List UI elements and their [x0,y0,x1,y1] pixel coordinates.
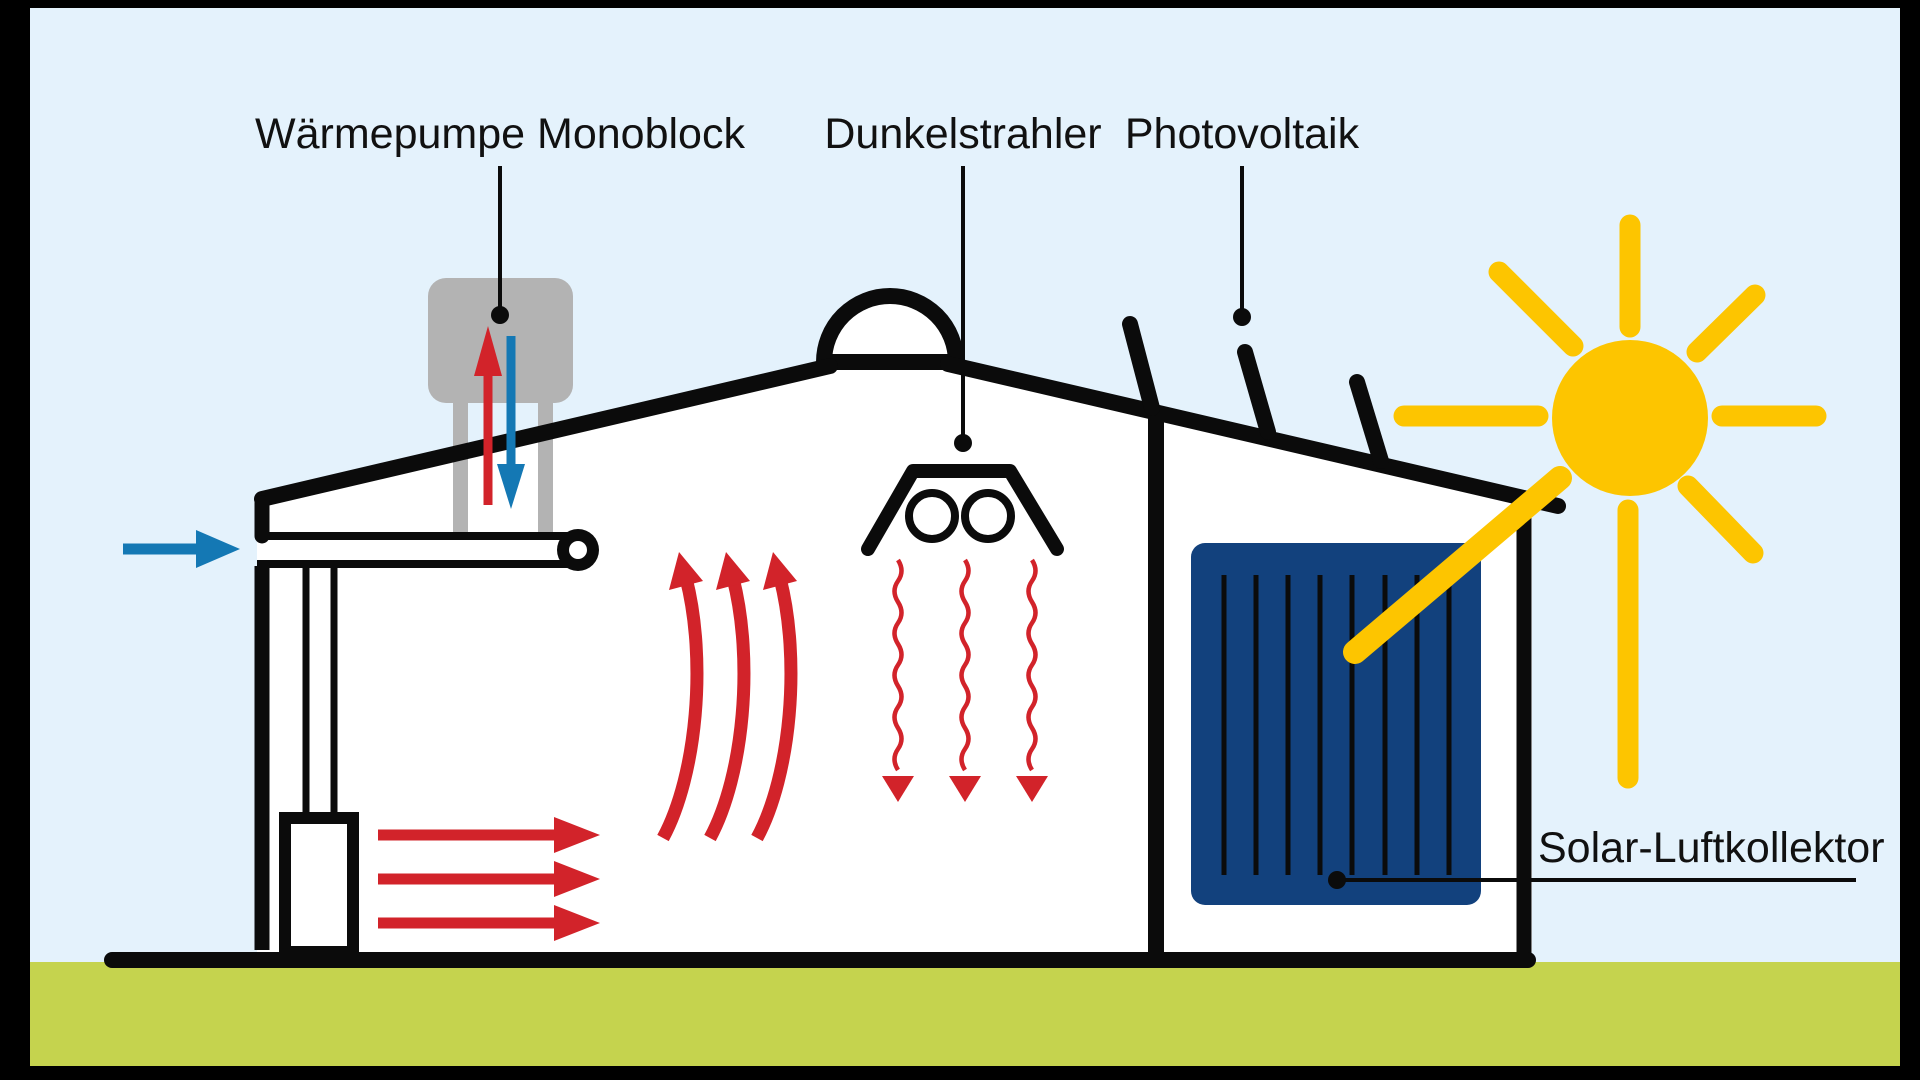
heater-tube-right [961,489,1015,543]
intake-arrow-head [196,530,240,568]
sun-icon [1343,214,1827,789]
supply-air-arrows [378,817,600,941]
radiation-wave-3 [1016,558,1048,802]
sun-beam-to-collector [1343,466,1572,664]
cold-air-down-arrowhead [497,464,525,509]
roof-dome-skylight [815,288,965,370]
solar-air-collector-icon [1191,543,1481,905]
heat-pump-leg-right [538,396,553,538]
collector-panel [1191,543,1481,905]
down-duct [279,564,359,958]
photovoltaic-label: Photovoltaik [1125,110,1360,158]
warm-air-up-arrowhead [474,326,502,376]
rising-arrow-2 [704,576,751,842]
radiant-heater-label: Dunkelstrahler [824,110,1101,158]
pv-panels [1122,316,1389,469]
heat-pump-unit-icon [428,278,573,403]
rising-arrow-1 [657,576,704,842]
heat-pump-monoblock [428,278,573,509]
radiation-waves [882,558,1048,802]
sun-disc [1552,340,1708,496]
heat-pump-label: Wärmepumpe Monoblock [255,110,745,158]
radiant-heater-leader-dot [954,434,972,452]
sun-rays [1393,214,1827,789]
air-intake-arrow [123,530,240,568]
collector-leader-dot [1328,871,1346,889]
air-flow-arrow-icon [378,817,600,853]
pv-panel-icon [1349,374,1389,469]
collector-fins [1221,575,1452,875]
pv-panel-icon [1237,344,1276,440]
heater-tube-left [905,489,959,543]
radiation-wave-1 [882,558,914,802]
leader-lines [498,166,1856,882]
duct-roller-inner [569,541,587,559]
rising-air-arrows [657,552,798,842]
heater-hood [861,464,1064,556]
solar-air-collector-label: Solar-Luftkollektor [1538,824,1885,872]
roof-left-slope [254,358,838,507]
rising-arrow-3 [751,576,798,842]
air-flow-arrow-icon [378,861,600,897]
photovoltaic-leader-dot [1233,308,1251,326]
heat-pump-leader-dot [491,306,509,324]
roof-right-slope [940,356,1566,514]
air-flow-arrow-icon [378,905,600,941]
pv-panel-icon [1122,316,1160,416]
hall-outline [104,356,1566,968]
heat-pump-leg-left [453,396,468,538]
air-handler-box [279,812,359,958]
radiant-heater-icon [861,464,1064,556]
radiation-wave-2 [949,558,981,802]
ground-field [30,962,1900,1066]
